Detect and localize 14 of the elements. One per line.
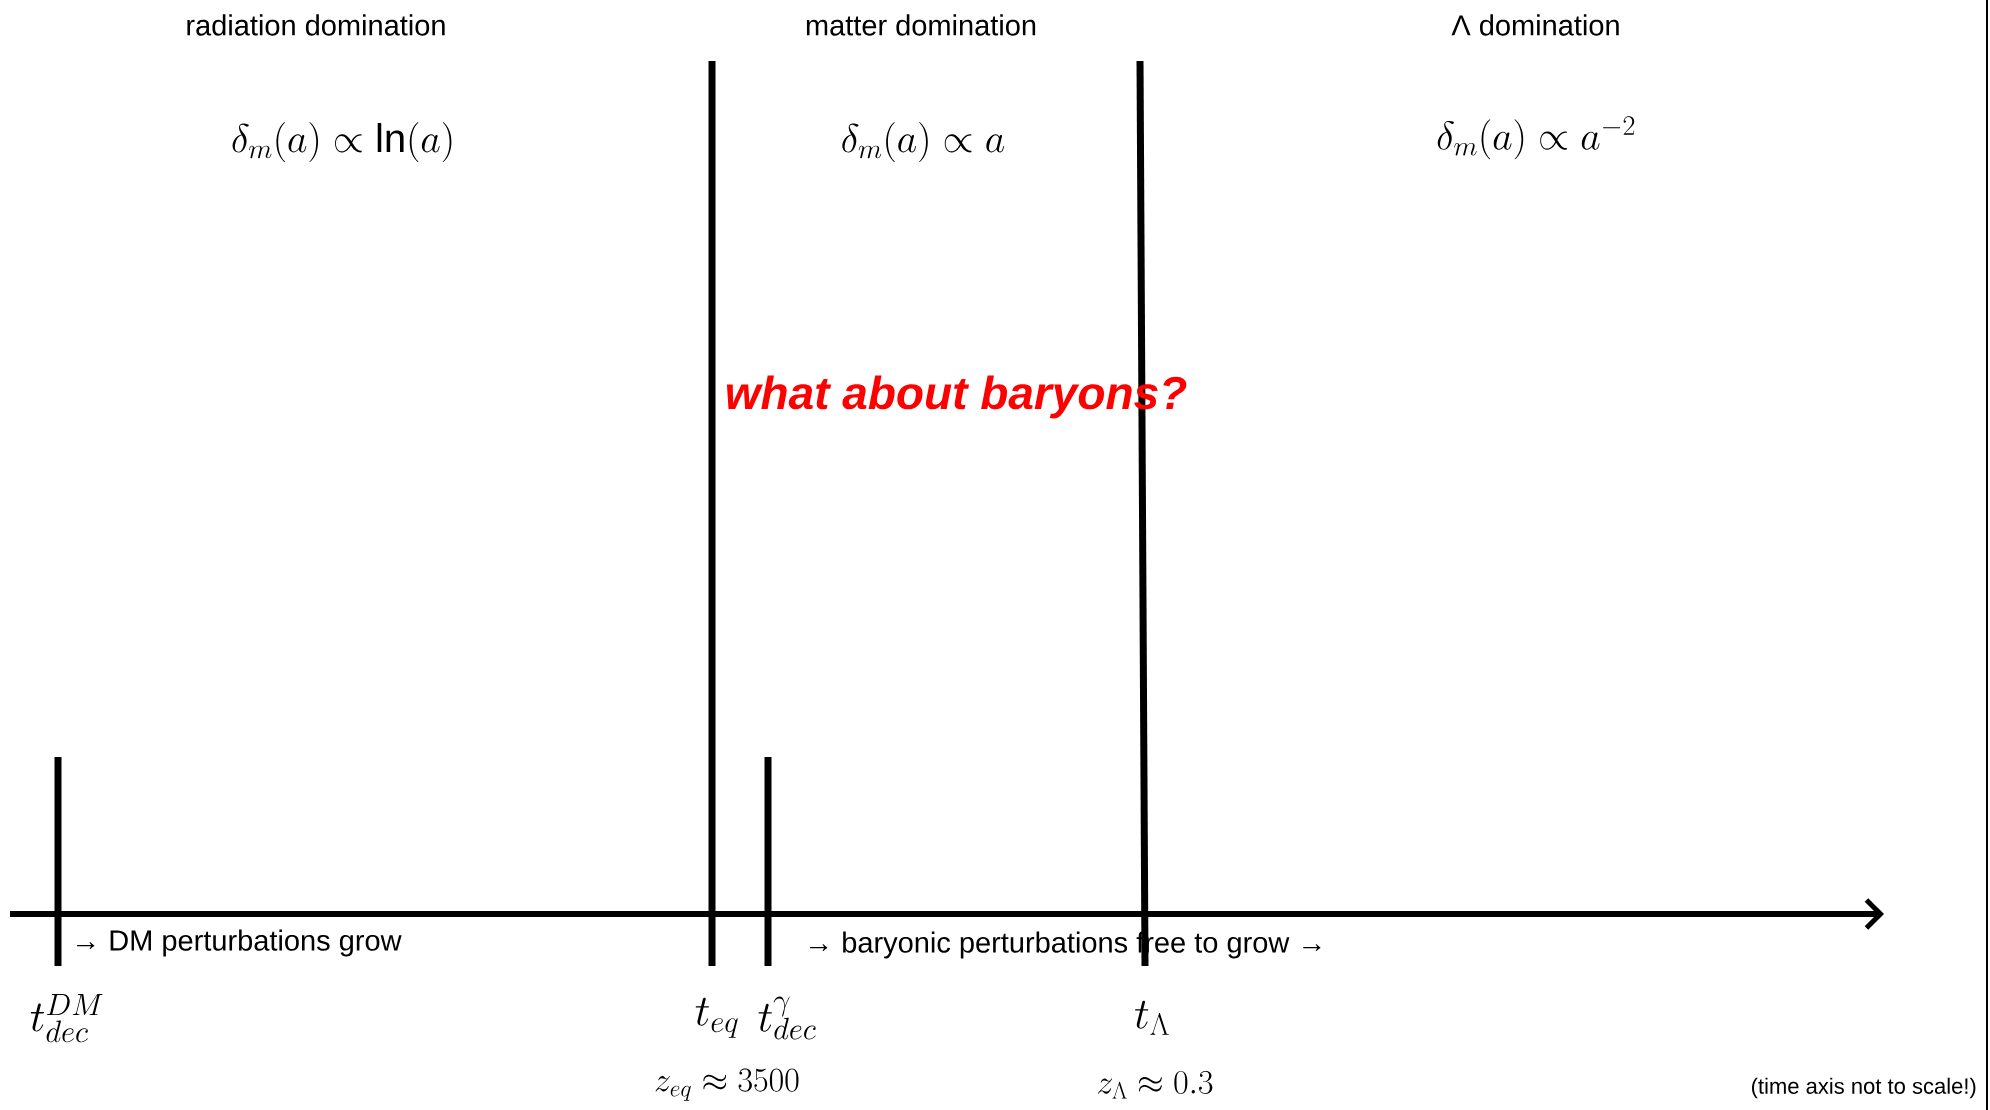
- redshift-label: $z_{eq} \approx 3500$: [655, 1068, 799, 1101]
- phase-heading: matter domination: [806, 14, 1036, 36]
- phase-heading: Λ domination: [1451, 14, 1619, 36]
- epoch-label: $t_{dec}^{\gamma}$: [758, 996, 816, 1040]
- epoch-label: $t_{eq}$: [695, 997, 738, 1038]
- formula: $\delta_m(a) \propto \ln(a)$: [232, 122, 452, 162]
- redshift-label: $z_{\Lambda} \approx 0.3$: [1097, 1070, 1213, 1099]
- footnote-text: (time axis not to scale!): [1752, 1077, 1976, 1099]
- epoch-label: $t_{\Lambda}$: [1135, 1000, 1169, 1035]
- phase-heading: radiation domination: [187, 14, 445, 36]
- formula: $\delta_m(a) \propto a^{-2}$: [1437, 116, 1635, 160]
- formula: $\delta_m(a) \propto a$: [842, 122, 1005, 162]
- axis-note: → DM perturbations grow: [77, 929, 402, 957]
- epoch-label: $t_{dec}^{DM}$: [30, 994, 103, 1043]
